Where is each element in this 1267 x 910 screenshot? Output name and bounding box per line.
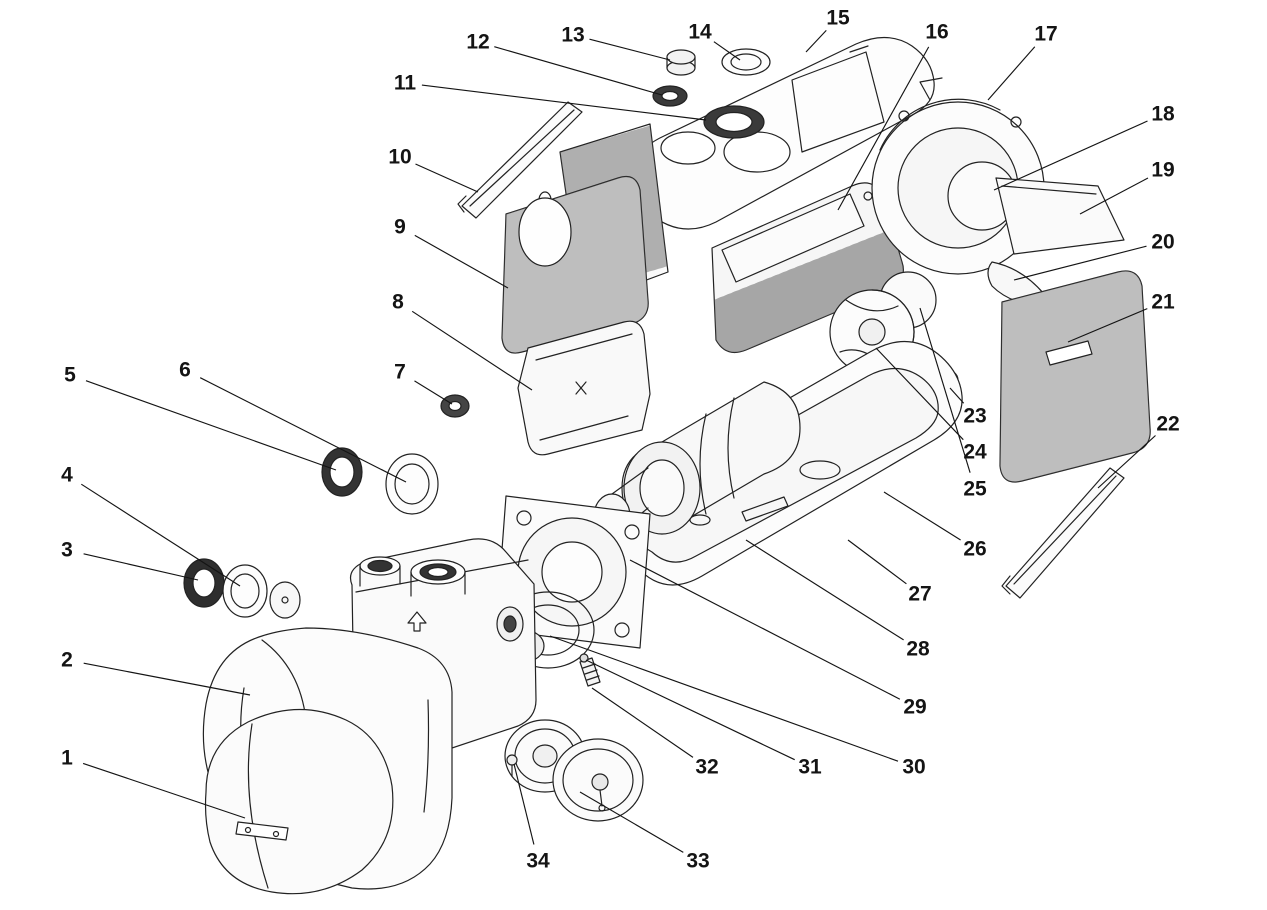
callout-number-12: 12 — [466, 31, 489, 54]
callout-number-5: 5 — [64, 364, 76, 387]
part-trim-strip — [457, 101, 583, 219]
leader-line-9 — [414, 234, 509, 289]
callout-number-33: 33 — [686, 850, 709, 873]
leader-line-7 — [414, 380, 453, 405]
callout-number-32: 32 — [695, 756, 718, 779]
callout-number-9: 9 — [394, 216, 406, 239]
callout-number-22: 22 — [1156, 413, 1179, 436]
leader-line-32 — [591, 687, 694, 758]
part-mounting-bracket — [517, 320, 651, 456]
part-drain-valve — [579, 653, 601, 687]
callout-number-17: 17 — [1034, 23, 1057, 46]
callout-number-26: 26 — [963, 538, 986, 561]
part-control-unit — [711, 182, 904, 353]
callout-number-28: 28 — [906, 638, 930, 661]
callout-number-34: 34 — [526, 850, 550, 873]
leader-line-13 — [589, 38, 671, 61]
leader-line-12 — [494, 46, 663, 96]
part-motor-assembly — [593, 381, 801, 539]
part-adapter-rings — [321, 447, 439, 515]
leader-line-8 — [411, 310, 533, 391]
leader-line-1 — [82, 762, 246, 819]
leader-line-2 — [83, 662, 251, 696]
callout-number-11: 11 — [394, 72, 417, 95]
part-side-panel — [995, 177, 1125, 255]
leader-line-27 — [847, 539, 907, 585]
callout-number-14: 14 — [688, 21, 712, 44]
callout-number-23: 23 — [963, 405, 986, 428]
callout-number-25: 25 — [963, 478, 987, 501]
leader-line-20 — [1013, 245, 1147, 281]
leader-line-26 — [883, 491, 961, 541]
part-seal-ring — [652, 85, 688, 107]
callout-number-31: 31 — [798, 756, 822, 779]
leader-line-30 — [549, 635, 899, 762]
leader-line-23 — [949, 387, 965, 404]
callout-number-4: 4 — [61, 464, 73, 487]
part-filler-cap — [666, 49, 696, 76]
callout-number-20: 20 — [1151, 231, 1174, 254]
diagram-artwork — [183, 36, 1151, 895]
part-pump-cover-wheel — [552, 738, 644, 822]
leader-line-25 — [919, 307, 971, 473]
leader-line-31 — [585, 659, 795, 761]
callout-number-29: 29 — [903, 696, 926, 719]
leader-line-11 — [421, 84, 707, 121]
callout-number-30: 30 — [902, 756, 925, 779]
leader-line-16 — [837, 46, 930, 211]
leader-line-10 — [415, 163, 479, 193]
callout-number-27: 27 — [908, 583, 931, 606]
callout-number-1: 1 — [61, 747, 73, 770]
callout-number-18: 18 — [1151, 103, 1175, 126]
part-top-cover — [626, 36, 935, 230]
leader-line-3 — [83, 553, 199, 581]
callout-number-7: 7 — [394, 361, 406, 384]
leader-line-34 — [513, 763, 535, 845]
callout-number-21: 21 — [1151, 291, 1175, 314]
leader-line-19 — [1079, 177, 1149, 215]
part-seal-washer-set — [183, 558, 301, 619]
callout-number-13: 13 — [561, 24, 584, 47]
part-ribbed-panel-left — [501, 175, 649, 354]
part-grommet-left — [440, 394, 470, 418]
leader-line-18 — [993, 120, 1148, 191]
callout-number-10: 10 — [388, 146, 411, 169]
callout-number-16: 16 — [925, 21, 948, 44]
part-front-cowl — [204, 708, 394, 895]
leader-line-6 — [199, 377, 407, 483]
leader-line-4 — [80, 483, 241, 587]
leader-line-14 — [713, 41, 741, 61]
callout-number-24: 24 — [963, 441, 987, 464]
part-trim-strip-right — [1001, 467, 1125, 599]
leader-line-17 — [987, 46, 1036, 101]
leader-line-29 — [629, 559, 901, 700]
leader-line-22 — [1097, 435, 1156, 489]
callout-number-8: 8 — [392, 291, 404, 314]
leader-line-5 — [85, 380, 337, 471]
leader-line-21 — [1067, 308, 1148, 343]
part-screw — [506, 754, 518, 777]
callout-number-3: 3 — [61, 539, 73, 562]
part-ribbed-cover-right — [999, 270, 1151, 483]
leader-line-28 — [745, 539, 904, 641]
callout-number-6: 6 — [179, 359, 191, 382]
part-mounting-flange — [495, 495, 651, 649]
callout-number-19: 19 — [1151, 159, 1174, 182]
part-large-seal — [703, 105, 765, 139]
leader-line-24 — [875, 347, 964, 441]
leader-line-15 — [805, 30, 827, 53]
callout-number-15: 15 — [826, 7, 850, 30]
callout-number-2: 2 — [61, 649, 73, 672]
leader-line-33 — [579, 791, 684, 853]
